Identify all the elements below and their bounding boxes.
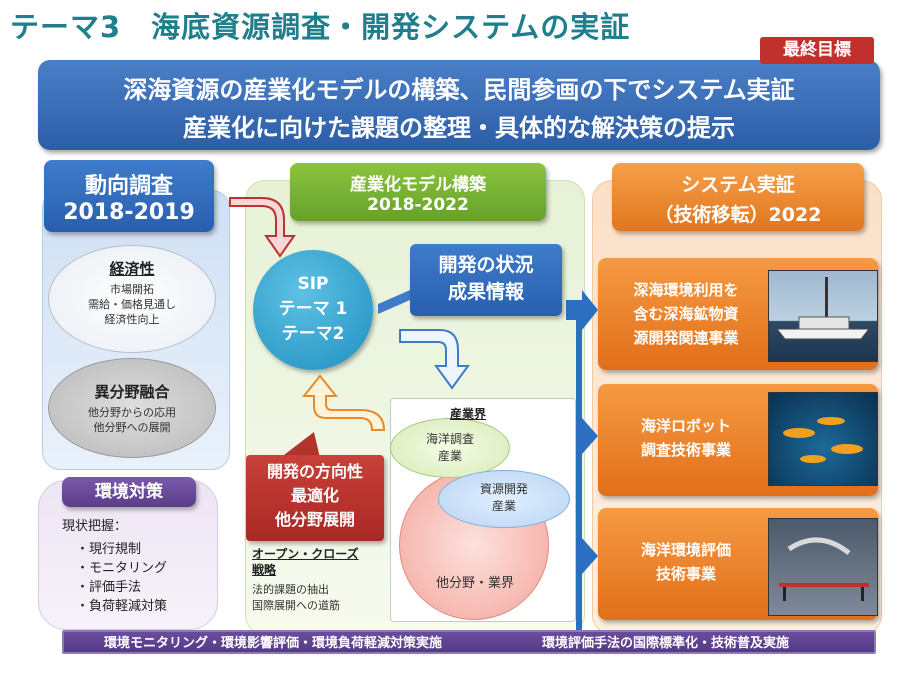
model-header: 産業化モデル構築 2018-2022 bbox=[290, 163, 546, 221]
economy-item: 経済性向上 bbox=[104, 313, 160, 326]
system-title: システム実証 bbox=[681, 174, 795, 196]
seafloor-creature-icon bbox=[779, 537, 869, 601]
bottom-bar-right: 環境評価手法の国際標準化・技術普及実施 bbox=[542, 636, 790, 651]
model-title: 産業化モデル構築 bbox=[350, 175, 486, 195]
project-line: 海洋ロボット bbox=[640, 417, 731, 435]
goal-badge: 最終目標 bbox=[760, 37, 874, 64]
project-tile-3: 海洋環境評価 技術事業 bbox=[598, 508, 878, 620]
project-tile-2: 海洋ロボット 調査技術事業 bbox=[598, 384, 878, 496]
goal-line-2: 産業化に向けた課題の整理・具体的な解決策の提示 bbox=[183, 114, 735, 142]
other-industry-label: 他分野・業界 bbox=[435, 576, 514, 591]
drill-ship-photo bbox=[768, 270, 878, 362]
trend-header: 動向調査 2018-2019 bbox=[44, 160, 214, 232]
project-line: 含む深海鉱物資 bbox=[633, 305, 739, 323]
fusion-title: 異分野融合 bbox=[94, 383, 170, 401]
project-line: 技術事業 bbox=[655, 565, 716, 583]
arrow-to-project-1 bbox=[566, 290, 598, 330]
ocean-robots-photo bbox=[768, 392, 878, 486]
seafloor-photo bbox=[768, 518, 878, 616]
bottom-bar-left: 環境モニタリング・環境影響評価・環境負荷軽減対策実施 bbox=[104, 636, 443, 651]
progress-box: 開発の状況 成果情報 bbox=[410, 244, 562, 316]
connector-to-projects bbox=[576, 320, 582, 630]
project-tile-3-text: 海洋環境評価 技術事業 bbox=[606, 538, 766, 586]
page-title: テーマ3 海底資源調査・開発システムの実証 bbox=[10, 10, 631, 44]
goal-banner: 深海資源の産業化モデルの構築、民間参画の下でシステム実証 産業化に向けた課題の整… bbox=[38, 60, 880, 150]
project-tile-1-text: 深海環境利用を 含む深海鉱物資 源開発関連事業 bbox=[606, 278, 766, 350]
underwater-robot-icon bbox=[783, 417, 863, 463]
open-close-title-line: 戦略 bbox=[252, 563, 277, 577]
fusion-item: 他分野への展開 bbox=[93, 421, 171, 434]
industry-title: 産業界 bbox=[450, 407, 487, 421]
fusion-oval: 異分野融合 他分野からの応用 他分野への展開 bbox=[48, 358, 216, 458]
project-line: 源開発関連事業 bbox=[633, 329, 739, 347]
direction-pointer bbox=[280, 432, 320, 458]
environment-item: ・評価手法 bbox=[76, 580, 142, 595]
arrow-to-project-3 bbox=[578, 538, 598, 574]
trend-years: 2018-2019 bbox=[63, 200, 195, 225]
environment-item: ・負荷軽減対策 bbox=[76, 599, 168, 614]
environment-item: ・モニタリング bbox=[76, 561, 168, 576]
direction-line: 最適化 bbox=[290, 486, 339, 505]
arrow-to-project-2 bbox=[578, 418, 598, 454]
fusion-item: 他分野からの応用 bbox=[88, 406, 176, 419]
project-line: 海洋環境評価 bbox=[640, 541, 731, 559]
direction-line: 他分野展開 bbox=[274, 510, 355, 529]
open-close-title-line: オープン・クローズ bbox=[252, 547, 359, 561]
model-years: 2018-2022 bbox=[367, 195, 469, 215]
trend-title: 動向調査 bbox=[84, 174, 173, 199]
resource-dev-line: 資源開発 bbox=[479, 482, 528, 496]
open-close-title: オープン・クローズ 戦略 bbox=[252, 546, 359, 578]
sip-circle: SIP テーマ 1 テーマ2 bbox=[253, 250, 373, 370]
direction-box: 開発の方向性 最適化 他分野展開 bbox=[246, 455, 384, 541]
environment-lead: 現状把握： bbox=[62, 519, 128, 534]
marine-survey-oval: 海洋調査 産業 bbox=[390, 418, 510, 478]
arrow-progress-to-industry bbox=[399, 329, 470, 390]
arrow-sip-to-progress bbox=[378, 290, 410, 314]
open-close-item: 法的課題の抽出 bbox=[252, 583, 329, 596]
open-close-item: 国際展開への道筋 bbox=[252, 599, 340, 612]
project-tile-1: 深海環境利用を 含む深海鉱物資 源開発関連事業 bbox=[598, 258, 878, 370]
progress-line: 開発の状況 bbox=[438, 254, 534, 276]
project-tile-2-text: 海洋ロボット 調査技術事業 bbox=[606, 414, 766, 462]
environment-item: ・現行規制 bbox=[76, 542, 142, 557]
open-close-items: 法的課題の抽出 国際展開への道筋 bbox=[252, 582, 340, 614]
resource-dev-line: 産業 bbox=[491, 499, 516, 513]
progress-line: 成果情報 bbox=[447, 281, 524, 303]
marine-survey-line: 産業 bbox=[437, 449, 462, 463]
bottom-bar: 環境モニタリング・環境影響評価・環境負荷軽減対策実施 環境評価手法の国際標準化・… bbox=[62, 630, 876, 654]
drill-ship-icon bbox=[775, 277, 871, 340]
arrow-industry-to-sip bbox=[301, 374, 386, 431]
sip-line: SIP bbox=[297, 274, 329, 294]
environment-header: 環境対策 bbox=[62, 477, 196, 507]
sip-line: テーマ 1 bbox=[278, 299, 348, 319]
arrow-trend-to-sip bbox=[229, 197, 296, 258]
sip-line: テーマ2 bbox=[281, 324, 345, 344]
economy-item: 市場開拓 bbox=[110, 283, 154, 296]
system-subtitle: （技術移転）2022 bbox=[654, 204, 822, 226]
economy-item: 需給・価格見通し bbox=[88, 298, 176, 311]
project-line: 調査技術事業 bbox=[640, 441, 731, 459]
marine-survey-line: 海洋調査 bbox=[425, 432, 474, 446]
system-header: システム実証 （技術移転）2022 bbox=[612, 163, 864, 231]
resource-dev-oval: 資源開発 産業 bbox=[438, 470, 570, 528]
project-line: 深海環境利用を bbox=[633, 281, 739, 299]
direction-line: 開発の方向性 bbox=[266, 462, 363, 481]
economy-title: 経済性 bbox=[109, 260, 155, 278]
goal-line-1: 深海資源の産業化モデルの構築、民間参画の下でシステム実証 bbox=[123, 76, 795, 104]
economy-oval: 経済性 市場開拓 需給・価格見通し 経済性向上 bbox=[48, 245, 216, 353]
